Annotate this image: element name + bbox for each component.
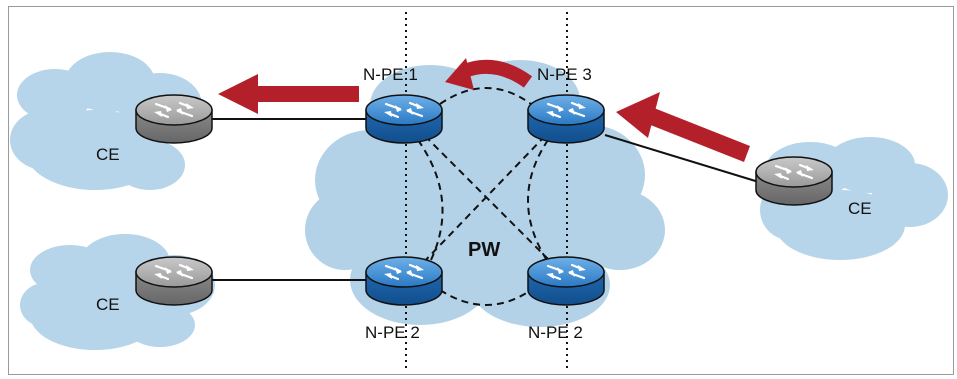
router-npe3-icon: [527, 94, 605, 144]
router-ce-bottom-left-icon: [135, 256, 213, 306]
router-ce-top-left-icon: [135, 94, 213, 144]
traffic-arrow-from-ce-right: [616, 92, 750, 162]
router-npe1-icon: [365, 94, 443, 144]
router-ce-right-icon: [755, 156, 833, 206]
traffic-arrow-npe3-to-npe1: [445, 58, 533, 90]
label-npe-top-right: N-PE 3: [537, 65, 592, 84]
label-npe-bottom-right: N-PE 2: [528, 323, 583, 342]
label-ce-bottom-left: CE: [96, 295, 120, 314]
traffic-arrow-to-ce-left: [218, 74, 359, 114]
label-npe-bottom-left: N-PE 2: [365, 323, 420, 342]
link-ce-right-to-npe3: [604, 134, 763, 184]
pseudowire-mesh: [417, 87, 556, 306]
label-ce-top-left: CE: [96, 145, 120, 164]
router-npe2-left-icon: [365, 256, 443, 306]
label-ce-right: CE: [848, 199, 872, 218]
label-pseudowire: PW: [468, 239, 500, 261]
router-npe2-right-icon: [527, 256, 605, 306]
figure-frame: [8, 6, 954, 375]
label-npe-top-left: N-PE 1: [363, 65, 418, 84]
